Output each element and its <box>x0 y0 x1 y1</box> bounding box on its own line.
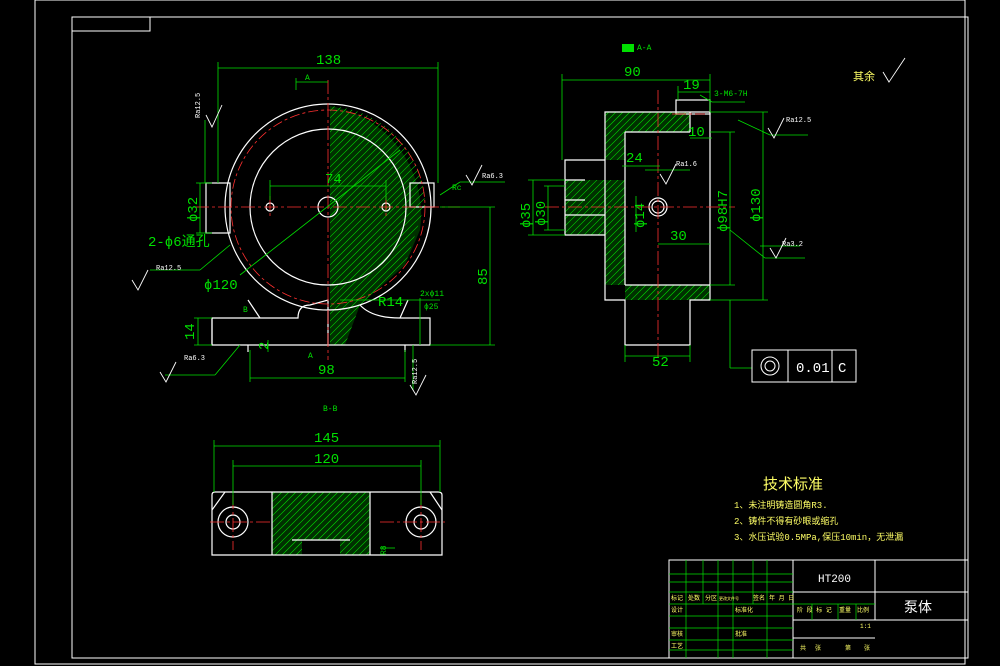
dim-52: 52 <box>652 355 669 371</box>
dim-phi30: ϕ30 <box>534 201 550 226</box>
tb-footer-1: 张 <box>815 644 821 652</box>
roughness-5: Ra12.5 <box>412 359 420 384</box>
roughness-4: Ra6.3 <box>184 355 205 363</box>
tb-header-3: 更改文件号 <box>719 595 739 602</box>
section-mark-b: B <box>243 306 248 315</box>
dim-74: 74 <box>325 172 342 188</box>
dim-r8: R8 <box>380 545 389 555</box>
dim-phi98h7: ϕ98H7 <box>716 190 732 232</box>
tb-header-1: 处数 <box>688 594 700 602</box>
tb-footer-0: 共 <box>800 644 806 652</box>
tb-row-2: 审核 <box>671 630 683 638</box>
tb-row-1: 标准化 <box>735 606 753 614</box>
tb-footer-2: 第 <box>845 644 851 652</box>
tolerance-datum: C <box>838 361 846 377</box>
dim-85: 85 <box>476 268 492 285</box>
roughness-1: Ra12.5 <box>195 93 203 118</box>
fit-2x11: 2xϕ11 <box>420 290 444 299</box>
section-mark-a-bottom: A <box>308 352 313 361</box>
tech-requirements: 技术标准 1、未注明铸造圆角R3. 2、铸件不得有砂眼或缩孔 3、水压试验0.5… <box>734 476 903 543</box>
fit-25: ϕ25 <box>424 303 439 312</box>
tb-footer-3: 张 <box>864 644 870 652</box>
tb-part-name: 泵体 <box>904 600 932 617</box>
side-roughness-2: Ra1.6 <box>676 161 697 169</box>
tb-material: HT200 <box>818 574 851 586</box>
dim-24: 24 <box>626 151 643 167</box>
dim-phi32: ϕ32 <box>186 197 202 222</box>
tb-row-3: 工艺 <box>671 642 683 650</box>
thread-callout: 3-M6-7H <box>714 90 748 99</box>
side-roughness-1: Ra12.5 <box>786 117 811 125</box>
section-label-aa: A-A <box>637 44 652 53</box>
dim-phi130: ϕ130 <box>749 188 765 222</box>
dim-10: 10 <box>688 125 705 141</box>
dim-holes: 2-ϕ6通孔 <box>148 234 210 251</box>
tolerance-value: 0.01 <box>796 361 830 377</box>
dim-2: 2 <box>257 342 273 350</box>
title-block: 标记 处数 分区 更改文件号 签名 年 月 日 设计 标准化 审核 工艺 批准 … <box>668 559 969 659</box>
tb-header-2: 分区 <box>705 594 717 602</box>
tech-line-2: 2、铸件不得有砂眼或缩孔 <box>734 515 838 527</box>
tb-header-4: 签名 <box>753 594 765 602</box>
roughness-3: Ra12.5 <box>156 265 181 273</box>
tb-header-5: 年 月 日 <box>769 594 794 602</box>
tb-stage-2: 比例 <box>857 606 869 614</box>
other-surfaces-note: 其余 <box>853 69 875 84</box>
dim-120: 120 <box>314 452 339 468</box>
tb-stage-0: 阶 段 标 记 <box>797 606 832 614</box>
tech-title: 技术标准 <box>763 476 823 494</box>
side-roughness-3: Ra3.2 <box>782 241 803 249</box>
tb-header-0: 标记 <box>671 594 683 602</box>
section-label-bb: B-B <box>323 405 338 414</box>
tb-row-4: 批准 <box>735 630 747 638</box>
roughness-2: Ra6.3 <box>482 173 503 181</box>
dim-90: 90 <box>624 65 641 81</box>
dim-phi120: ϕ120 <box>204 278 238 294</box>
sheet-frame <box>34 0 969 665</box>
dim-phi14: ϕ14 <box>633 203 649 228</box>
tech-line-1: 1、未注明铸造圆角R3. <box>734 499 828 511</box>
rc-mark: Rc <box>452 184 462 193</box>
dim-14: 14 <box>183 323 199 340</box>
tb-row-0: 设计 <box>671 606 683 614</box>
dim-phi35: ϕ35 <box>519 203 535 228</box>
dim-145: 145 <box>314 431 339 447</box>
section-mark-a-top: A <box>305 74 310 83</box>
tb-stage-1: 重量 <box>839 606 851 614</box>
dim-19: 19 <box>683 78 700 94</box>
tech-line-3: 3、水压试验0.5MPa,保压10min，无泄漏 <box>734 531 903 543</box>
dim-98: 98 <box>318 363 335 379</box>
dim-r14: R14 <box>378 295 403 311</box>
dim-138: 138 <box>316 53 341 69</box>
dim-30: 30 <box>670 229 687 245</box>
tb-scale: 1:1 <box>860 623 871 630</box>
